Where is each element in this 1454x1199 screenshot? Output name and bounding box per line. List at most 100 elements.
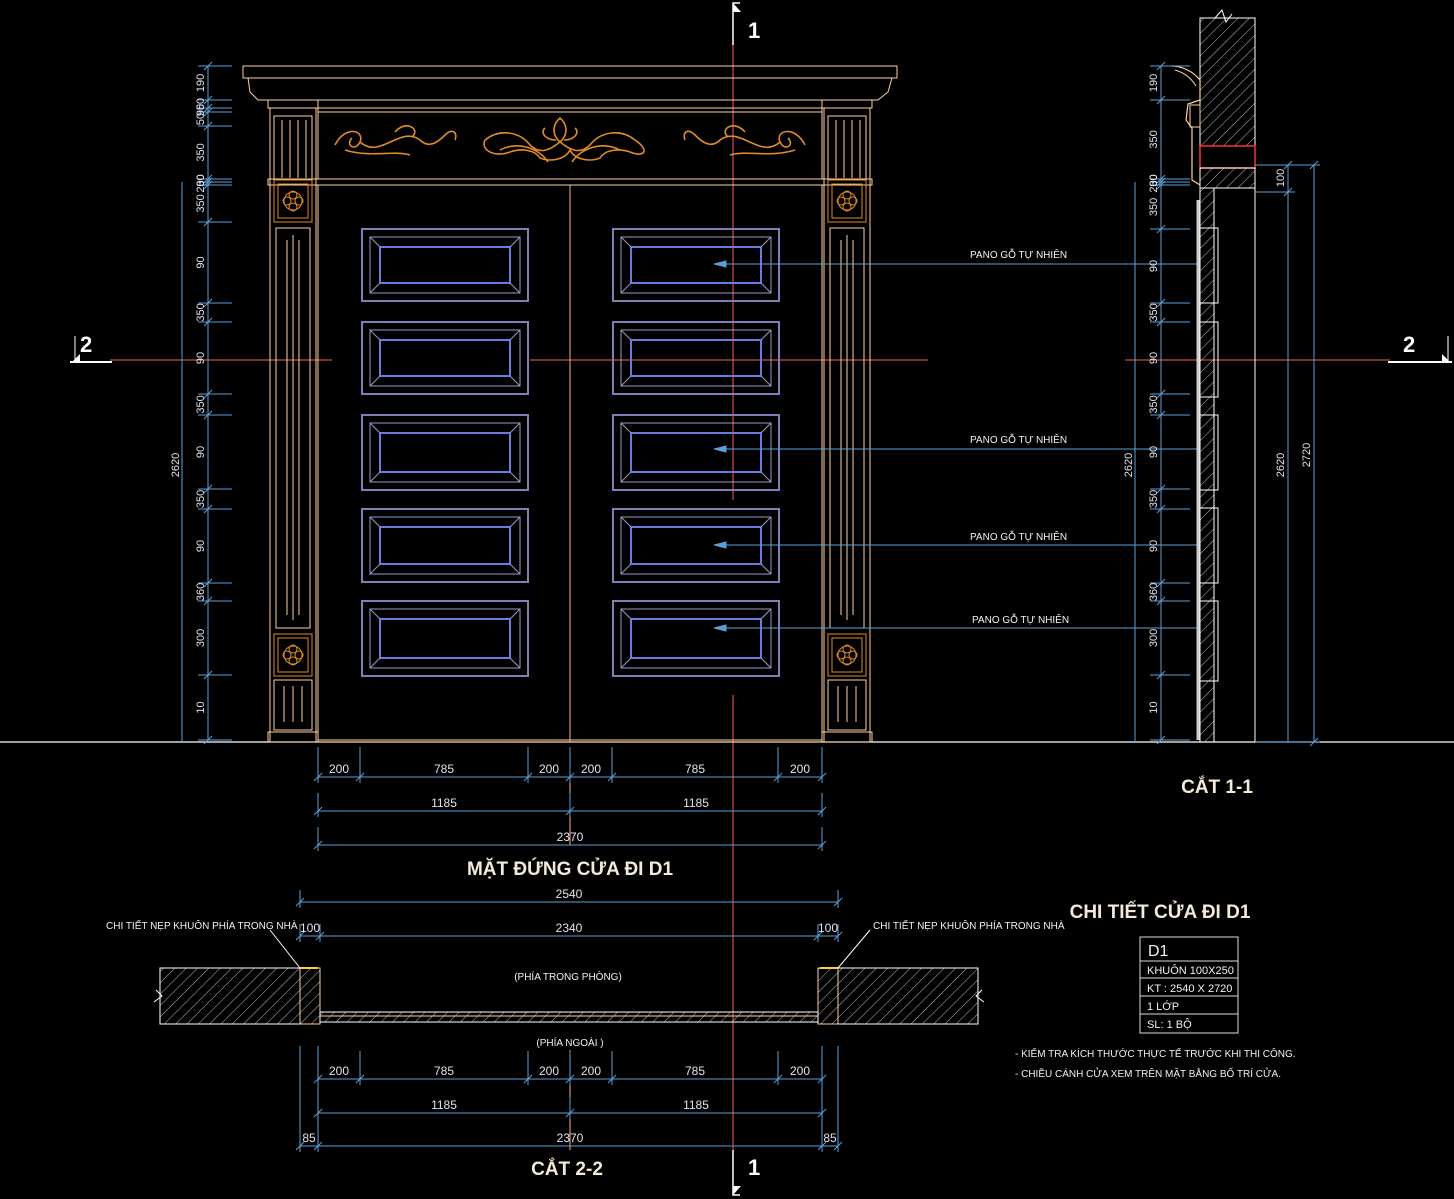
dim-label: 100 xyxy=(818,921,838,935)
trim-leader-left xyxy=(269,929,301,969)
section-1-right-dimensions xyxy=(1255,160,1320,747)
dim-label: 190 xyxy=(195,74,207,92)
dim-label: 100 xyxy=(300,921,320,935)
dim-label: 200 xyxy=(790,1064,810,1078)
dim-label: 785 xyxy=(685,1064,705,1078)
dim-label: 1185 xyxy=(431,796,457,810)
dim-label: 85 xyxy=(302,1131,316,1145)
dim-label: 90 xyxy=(195,256,207,268)
section-mark-1-top: 1 xyxy=(732,2,760,45)
door-panel xyxy=(612,228,780,302)
dim-label: 50 xyxy=(195,113,207,125)
dim-label: 85 xyxy=(823,1131,837,1145)
plan-inside-label: (PHÍA TRONG PHÒNG) xyxy=(514,970,622,983)
dim-label: 2370 xyxy=(557,1131,584,1145)
dim-label: 90 xyxy=(195,446,207,458)
spec-code: D1 xyxy=(1148,943,1169,960)
section-2-2 xyxy=(153,967,985,1025)
dim-label: 2340 xyxy=(556,921,583,935)
dim-label: 785 xyxy=(685,762,705,776)
section-1-right-dim-2620: 2620 xyxy=(1275,453,1287,477)
section-mark-2-left: 2 xyxy=(70,332,112,363)
section-1-right-dim-100: 100 xyxy=(1275,169,1287,187)
trim-leader-right xyxy=(837,929,871,969)
panel-label-2: PANO GỖ TỰ NHIÊN xyxy=(970,433,1067,446)
dim-label: 10 xyxy=(195,701,207,713)
dim-label: 350 xyxy=(1148,490,1160,508)
dim-label: 200 xyxy=(195,174,207,192)
plan-trim-label-right: CHI TIẾT NẸP KHUÔN PHÍA TRONG NHÀ xyxy=(873,919,1065,932)
elevation-total-height: 2620 xyxy=(170,453,182,477)
dim-label: 300 xyxy=(1148,629,1160,647)
dim-label: 350 xyxy=(1148,198,1160,216)
section-mark-1-top-label: 1 xyxy=(748,18,760,43)
dim-label: 350 xyxy=(195,395,207,413)
dim-label: 785 xyxy=(434,762,454,776)
section-1-right-dim-2720: 2720 xyxy=(1301,443,1313,467)
dim-label: 90 xyxy=(1148,260,1160,272)
door-panel xyxy=(361,508,529,583)
door-leaves-outline xyxy=(317,184,823,743)
section-1-1 xyxy=(1171,9,1256,743)
dim-label: 200 xyxy=(1148,174,1160,192)
dim-label: 350 xyxy=(195,303,207,321)
frieze-ornament xyxy=(334,116,806,163)
spec-row-4: SL: 1 BỘ xyxy=(1147,1018,1192,1031)
cornice xyxy=(242,65,898,186)
dim-label: 1185 xyxy=(683,1098,709,1112)
left-column xyxy=(267,107,319,743)
plan-outside-label: (PHÍA NGOÀI ) xyxy=(536,1036,603,1049)
section-1-total-left: 2620 xyxy=(1123,182,1136,742)
door-panel xyxy=(612,600,780,677)
dim-label: 10 xyxy=(1148,701,1160,713)
dim-label: 200 xyxy=(329,1064,349,1078)
section-1-title: CẮT 1-1 xyxy=(1181,776,1253,798)
spec-box xyxy=(1139,936,1239,1034)
detail-title: CHI TIẾT CỬA ĐI D1 xyxy=(1070,901,1251,923)
panel-label-4: PANO GỖ TỰ NHIÊN xyxy=(972,613,1069,626)
dim-label: 90 xyxy=(195,540,207,552)
dim-label: 2370 xyxy=(557,830,584,844)
spec-row-3: 1 LỚP xyxy=(1147,1000,1179,1013)
dim-label: 350 xyxy=(1148,395,1160,413)
elevation-left-dimensions: 1905090503503020035090350903509035090360… xyxy=(195,61,232,745)
elevation-total-dim: 2620 xyxy=(170,182,183,742)
dim-label: 90 xyxy=(1148,540,1160,552)
note-2: - CHIỀU CÁNH CỬA XEM TRÊN MẶT BẰNG BỐ TR… xyxy=(1015,1066,1281,1080)
dim-label: 200 xyxy=(581,1064,601,1078)
door-panel xyxy=(361,228,529,302)
dim-label: 2540 xyxy=(556,887,583,901)
dim-label: 50 xyxy=(195,98,207,110)
door-panel xyxy=(361,414,529,491)
spec-row-2: KT : 2540 X 2720 xyxy=(1147,983,1232,995)
dim-label: 350 xyxy=(1148,303,1160,321)
dim-label: 90 xyxy=(1148,446,1160,458)
dim-label: 350 xyxy=(195,490,207,508)
section-mark-2-left-label: 2 xyxy=(80,332,92,357)
plan-trim-label-left: CHI TIẾT NẸP KHUÔN PHÍA TRONG NHÀ xyxy=(106,919,298,932)
dim-label: 360 xyxy=(195,583,207,601)
right-column xyxy=(821,107,873,743)
dim-label: 200 xyxy=(790,762,810,776)
note-1: - KIỂM TRA KÍCH THƯỚC THỰC TẾ TRƯỚC KHI … xyxy=(1015,1047,1296,1060)
dim-label: 30 xyxy=(1148,174,1160,186)
dim-label: 1185 xyxy=(683,796,709,810)
section-mark-1-bottom-label: 1 xyxy=(748,1155,760,1180)
dim-label: 90 xyxy=(195,104,207,116)
dim-label: 200 xyxy=(581,762,601,776)
section-2-title: CẮT 2-2 xyxy=(531,1158,603,1180)
section-1-total-left-label: 2620 xyxy=(1123,453,1135,477)
dim-label: 90 xyxy=(195,352,207,364)
dim-label: 90 xyxy=(1148,352,1160,364)
section-mark-2-right: 2 xyxy=(1388,332,1452,363)
panel-label-3: PANO GỖ TỰ NHIÊN xyxy=(970,530,1067,543)
elevation-title: MẶT ĐỨNG CỬA ĐI D1 xyxy=(467,858,673,880)
door-panels xyxy=(361,228,780,677)
dim-label: 785 xyxy=(434,1064,454,1078)
panel-label-1: PANO GỖ TỰ NHIÊN xyxy=(970,248,1067,261)
door-panel xyxy=(361,321,529,395)
dim-label: 350 xyxy=(195,143,207,161)
dim-label: 350 xyxy=(195,194,207,212)
